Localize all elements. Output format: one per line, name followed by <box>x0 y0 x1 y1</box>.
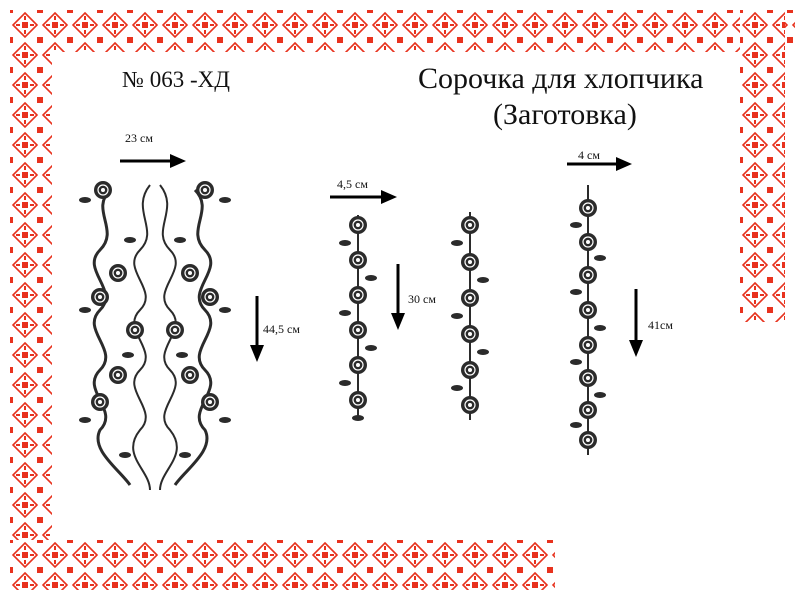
border-ornament-top <box>10 10 795 52</box>
ornament-pattern-icon <box>10 10 52 550</box>
ornament-pattern-icon <box>740 10 785 322</box>
strip-pattern-right <box>451 212 489 420</box>
arrow-down-icon <box>250 296 264 362</box>
page-title: Сорочка для хлопчика <box>418 62 704 95</box>
collar-pattern-left <box>79 180 151 491</box>
arrow-right-icon <box>330 190 397 204</box>
dimension-label-sleeve-width: 4 см <box>578 148 600 162</box>
dimension-label-sleeve-height: 41см <box>648 318 673 332</box>
page-subtitle: (Заготовка) <box>493 98 637 131</box>
collar-pattern-right <box>159 180 231 491</box>
dimension-label-collar-height: 44,5 см <box>263 322 300 336</box>
dimension-label-strip-height: 30 см <box>408 292 436 306</box>
dimension-label-strip-width: 4,5 см <box>337 177 368 191</box>
ornament-pattern-icon <box>10 540 555 590</box>
strip-pattern-left <box>339 215 377 421</box>
sleeve-pattern <box>570 185 606 455</box>
border-ornament-left <box>10 10 52 550</box>
dimension-label-collar-width: 23 см <box>125 131 153 145</box>
arrow-right-icon <box>120 154 186 168</box>
ornament-pattern-icon <box>10 10 795 52</box>
arrow-right-icon <box>567 157 632 171</box>
arrow-down-icon <box>391 264 405 330</box>
article-number: № 063 -ХД <box>122 67 230 92</box>
arrow-down-icon <box>629 289 643 357</box>
border-ornament-bottom <box>10 540 555 590</box>
border-ornament-right <box>740 10 785 322</box>
